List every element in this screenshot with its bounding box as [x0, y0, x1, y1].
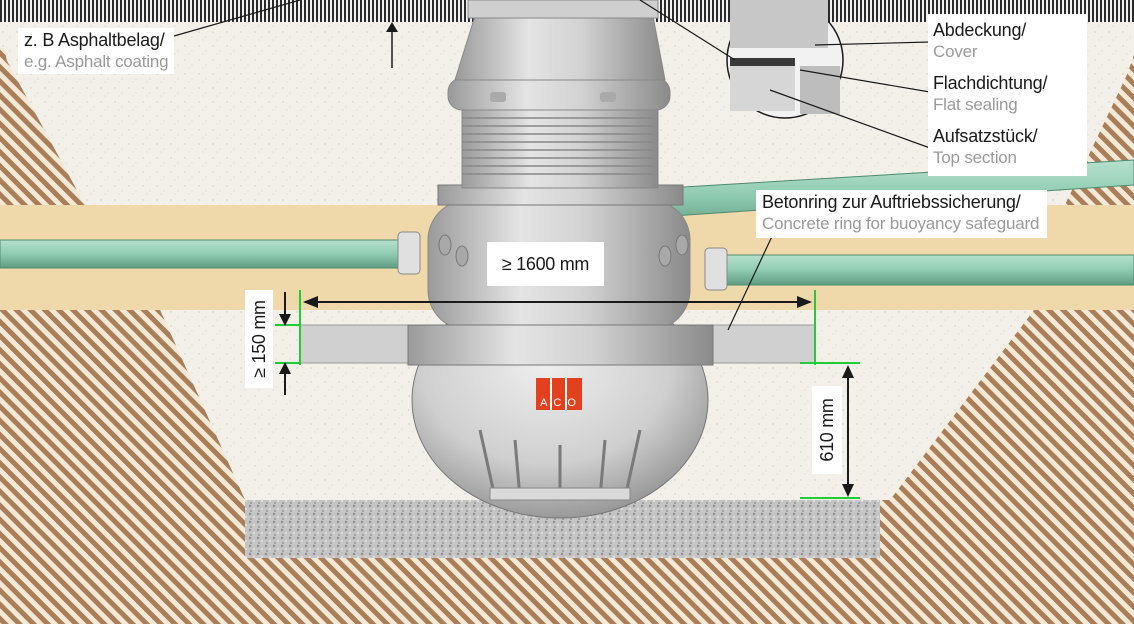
ring-height-dimension-box	[245, 290, 273, 388]
cover-label: Abdeckung/ Cover	[933, 20, 1026, 62]
asphalt-label-de: z. B Asphaltbelag/	[24, 30, 165, 50]
aco-logo: ACO	[536, 378, 582, 410]
cover-label-de: Abdeckung/	[933, 20, 1027, 40]
sealing-label: Flachdichtung/ Flat sealing	[933, 73, 1047, 115]
diameter-dimension: ≥ 1600 mm	[487, 242, 604, 286]
top-section-label-de: Aufsatzstück/	[933, 126, 1038, 146]
concrete-ring-label: Betonring zur Auftriebssicherung/ Concre…	[756, 190, 1048, 238]
height-610-dimension-box	[812, 386, 842, 474]
top-section-label-en: Top section	[933, 148, 1017, 167]
height-610-dimension: 610 mm	[817, 398, 837, 462]
top-section-label: Aufsatzstück/ Top section	[933, 126, 1038, 168]
ring-height-dimension: ≥ 150 mm	[249, 300, 269, 378]
concrete-ring-label-de: Betonring zur Auftriebssicherung/	[762, 192, 1021, 212]
cover-label-en: Cover	[933, 42, 978, 61]
asphalt-label-en: e.g. Asphalt coating	[24, 52, 169, 71]
sealing-label-en: Flat sealing	[933, 95, 1018, 114]
asphalt-label: z. B Asphaltbelag/ e.g. Asphalt coating	[18, 28, 175, 74]
aco-logo-text: ACO	[540, 397, 582, 409]
concrete-ring-label-en: Concrete ring for buoyancy safeguard	[762, 214, 1040, 233]
sealing-label-de: Flachdichtung/	[933, 73, 1048, 93]
